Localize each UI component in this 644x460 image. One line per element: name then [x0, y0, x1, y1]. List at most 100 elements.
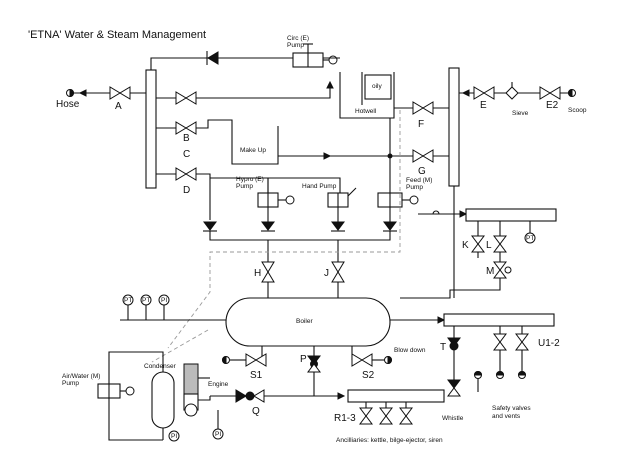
- valve-r13-label: R1-3: [334, 413, 356, 424]
- check-valve-icon: [206, 51, 219, 65]
- boiler-to-m: [400, 276, 501, 299]
- valve-g[interactable]: [412, 149, 434, 163]
- valve-a-label: A: [115, 101, 122, 112]
- valve-s1[interactable]: [245, 353, 267, 367]
- hose-connector-icon: [66, 88, 87, 98]
- pump-discharge-header: [209, 231, 391, 241]
- pt-gauge-2: [140, 294, 152, 320]
- q-arrow: [337, 392, 346, 400]
- junction-dot: [387, 153, 393, 159]
- scoop-label: Scoop: [568, 107, 587, 114]
- s2-connector-icon: [384, 355, 392, 365]
- valve-c-label: C: [183, 149, 190, 160]
- ancillaries-header: [347, 389, 445, 403]
- valve-r1[interactable]: [359, 402, 373, 425]
- valve-l-label: L: [486, 240, 492, 251]
- valve-r2[interactable]: [379, 402, 393, 425]
- make-up-arrow: [323, 152, 332, 160]
- engine-pi-label: PI: [215, 431, 221, 438]
- valve-u2[interactable]: [515, 333, 529, 351]
- condenser-pi-gauge: [168, 430, 180, 442]
- valve-d[interactable]: [175, 167, 197, 181]
- diagram-title: 'ETNA' Water & Steam Management: [28, 29, 206, 41]
- valve-r3[interactable]: [399, 402, 413, 425]
- circ-return-line: [150, 57, 300, 70]
- valve-a[interactable]: [109, 86, 131, 100]
- valve-m-label: M: [486, 266, 494, 277]
- hand-pump[interactable]: [327, 187, 357, 208]
- steam-arrow: [437, 316, 446, 324]
- scoop-connector-icon: [568, 88, 576, 98]
- valve-h[interactable]: [261, 261, 275, 283]
- feed-pump[interactable]: [377, 192, 419, 208]
- circ-pump-label: Circ (E)Pump: [287, 35, 309, 49]
- valve-d-label: D: [183, 185, 190, 196]
- hand-pump-label: Hand Pump: [302, 183, 337, 190]
- valve-u12-label: U1-2: [538, 338, 560, 349]
- hypro-pump-label: Hypro (E)Pump: [236, 176, 264, 190]
- dashed-boundary-1: [167, 110, 401, 349]
- sieve-label: Sieve: [512, 110, 529, 117]
- air-pump-line: [108, 351, 120, 384]
- pt-gauge-1-label: PT: [124, 297, 132, 304]
- valve-l[interactable]: [493, 235, 507, 253]
- pt-gauge-2-label: PT: [142, 297, 150, 304]
- scoop-arrow: [461, 89, 470, 97]
- valve-q[interactable]: [235, 389, 265, 403]
- engine-pi-gauge: [212, 410, 224, 440]
- feed-arrow: [459, 210, 468, 218]
- whistle-valve[interactable]: [447, 370, 461, 397]
- suction-header: [210, 177, 341, 193]
- air-water-pump[interactable]: [97, 383, 135, 399]
- valve-f-label: F: [418, 119, 424, 130]
- condenser: [151, 371, 175, 429]
- pi-gauge-1-label: PI: [161, 297, 167, 304]
- hotwell-tank: [339, 72, 395, 119]
- circ-pump[interactable]: [292, 43, 338, 68]
- valve-b-label: B: [183, 133, 190, 144]
- check-valves: [203, 221, 397, 232]
- whistle-label: Whistle: [442, 415, 464, 422]
- lower-right-header: [443, 313, 555, 327]
- valve-e2-label: E2: [546, 100, 559, 111]
- valve-p[interactable]: [307, 355, 321, 373]
- valve-k[interactable]: [471, 235, 485, 253]
- pi-gauge-1: [158, 294, 170, 320]
- engine: [183, 363, 210, 417]
- condenser-label: Condenser: [144, 363, 177, 370]
- valve-e[interactable]: [473, 86, 495, 100]
- engine-label: Engine: [208, 381, 229, 388]
- right-manifold: [448, 67, 460, 187]
- condenser-pi-label: PI: [171, 433, 177, 440]
- valve-u1[interactable]: [493, 333, 507, 351]
- valve-e-label: E: [480, 100, 487, 111]
- boiler-label: Boiler: [296, 318, 313, 325]
- air-pump-return: [108, 398, 163, 441]
- valve-b[interactable]: [175, 91, 197, 105]
- valve-k-label: K: [462, 240, 469, 251]
- line-b: [156, 84, 331, 99]
- s1-connector-icon: [222, 355, 230, 365]
- boiler: [225, 297, 391, 347]
- valve-q-label: Q: [252, 406, 260, 417]
- valve-t[interactable]: [447, 337, 461, 351]
- valve-s2[interactable]: [351, 353, 373, 367]
- hypro-pump[interactable]: [257, 192, 295, 208]
- make-up-tank: [231, 126, 279, 165]
- valve-s1-label: S1: [250, 370, 263, 381]
- valve-m[interactable]: [493, 261, 512, 279]
- sieve-icon: [505, 82, 519, 100]
- hotwell-label: Hotwell: [355, 108, 377, 115]
- valve-e2[interactable]: [539, 86, 561, 100]
- valve-s2-label: S2: [362, 370, 375, 381]
- dashed-boundary-2: [151, 329, 209, 363]
- valve-j[interactable]: [331, 261, 345, 283]
- valve-j-label: J: [324, 268, 329, 279]
- air-water-pump-label: Air/Water (M)Pump: [62, 373, 100, 387]
- valve-f[interactable]: [412, 101, 434, 115]
- line-d-down: [196, 173, 211, 220]
- ancillaries-label: Ancilliaries: kettle, bilge-ejector, sir…: [336, 437, 443, 444]
- blow-down-label: Blow down: [394, 347, 426, 354]
- valve-t-label: T: [440, 342, 446, 353]
